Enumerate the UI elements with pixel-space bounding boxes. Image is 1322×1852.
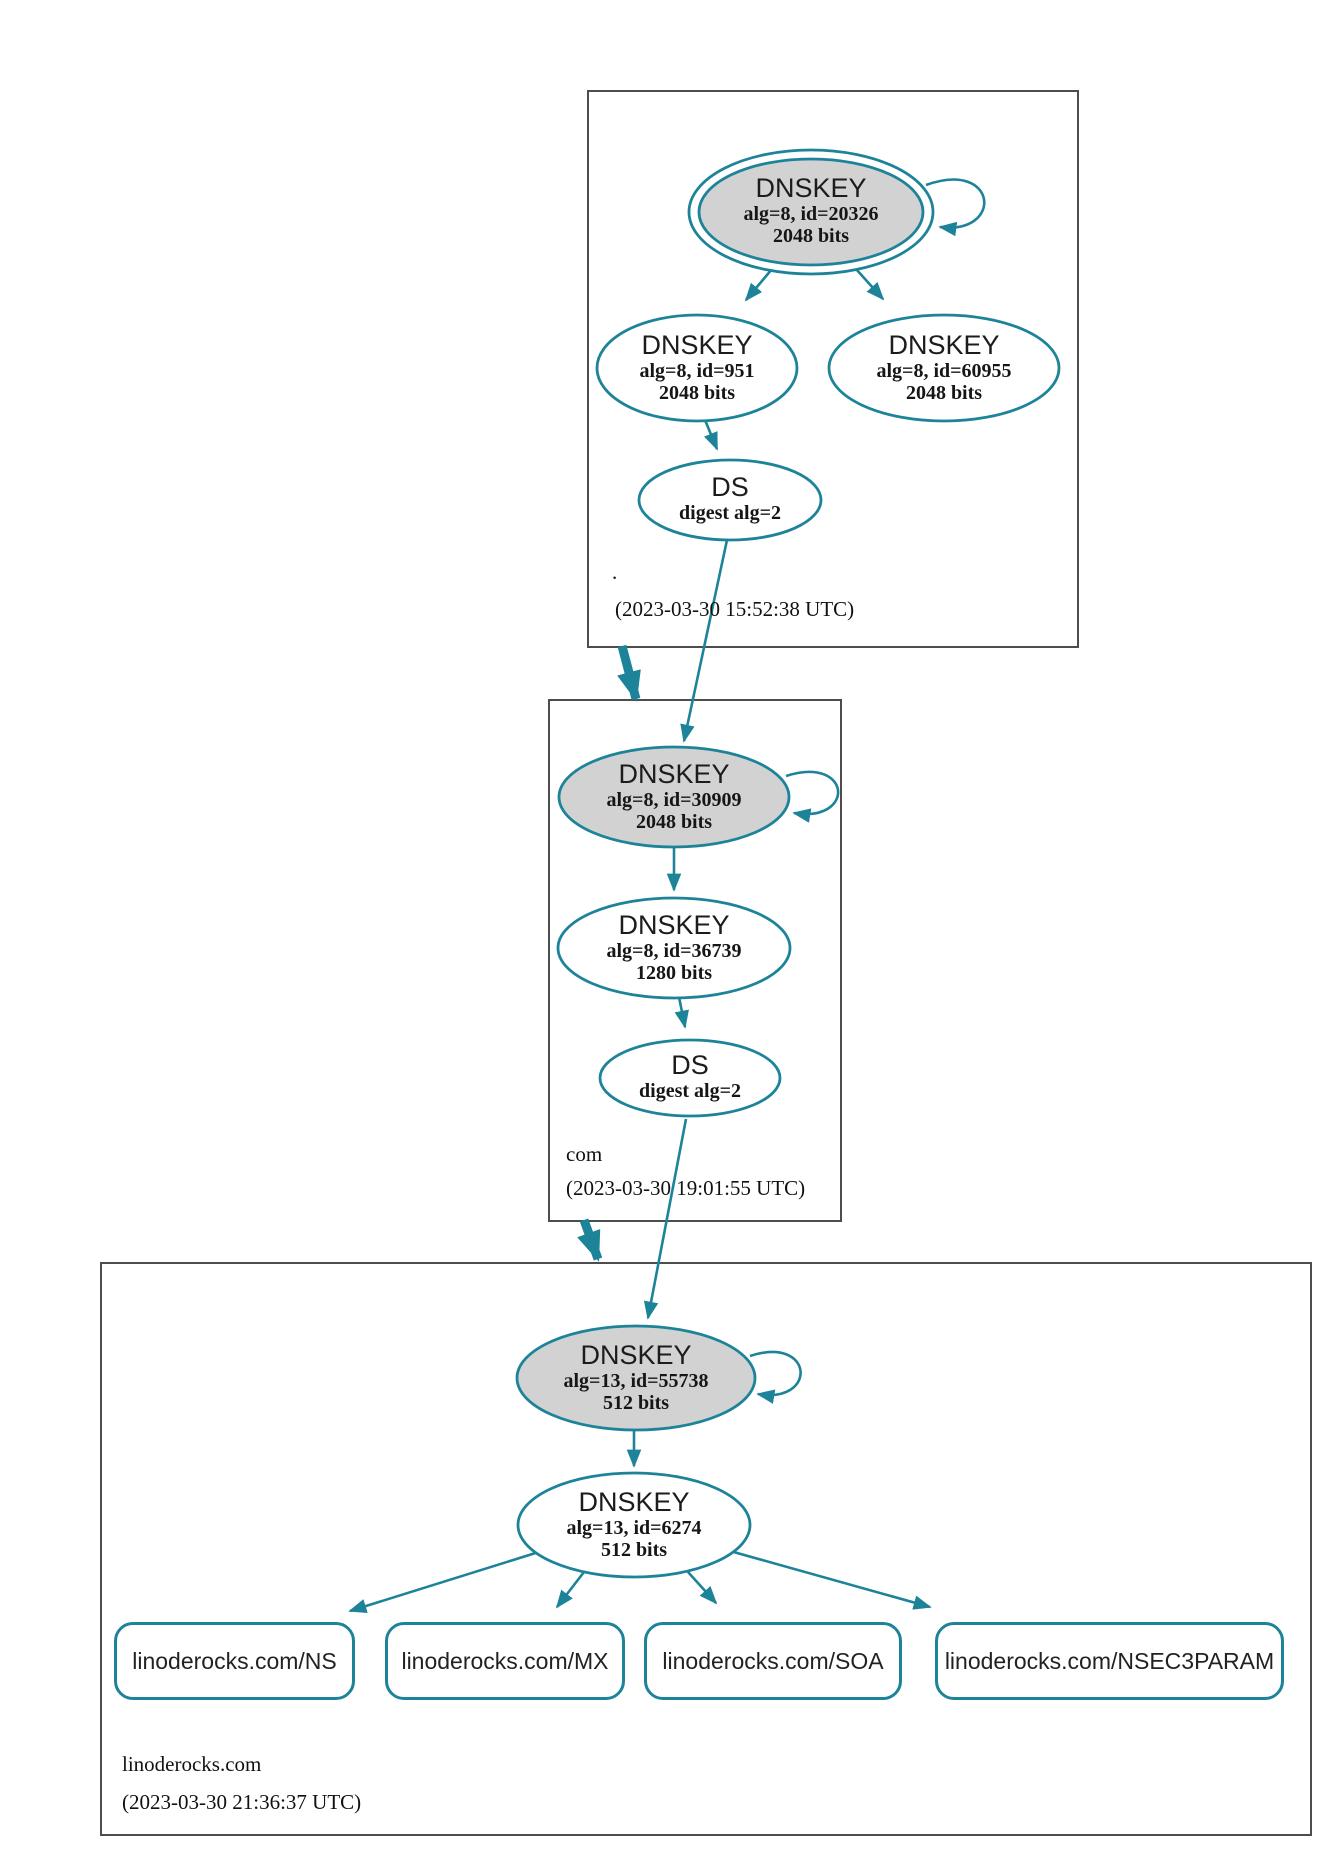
node-bits: 2048 bits [905, 381, 983, 404]
rrset-label: linoderocks.com/MX [401, 1647, 609, 1674]
node-dnskey-951[interactable]: DNSKEY alg=8, id=951 2048 bits [639, 329, 755, 404]
node-title: DNSKEY [618, 758, 730, 789]
node-ellipse-root-zsk60955[interactable] [827, 313, 1061, 423]
node-dnskey-30909[interactable]: DNSKEY alg=8, id=30909 2048 bits [606, 758, 742, 833]
node-title: DNSKEY [641, 329, 753, 360]
node-ds-com[interactable]: DS digest alg=2 [639, 1050, 741, 1102]
node-bits: 2048 bits [772, 224, 850, 247]
self-sign-loop-root-ksk [925, 178, 986, 237]
rrset-linoderocks-nsec3param[interactable]: linoderocks.com/NSEC3PARAM [935, 1622, 1284, 1700]
node-dnskey-6274[interactable]: DNSKEY alg=13, id=6274 512 bits [566, 1486, 702, 1561]
edge-com-ds-to-linoderocks-ksk [643, 1118, 688, 1320]
zone-timestamp-linoderocks-com: (2023-03-30 21:36:37 UTC) [122, 1790, 362, 1814]
node-title: DNSKEY [580, 1339, 692, 1370]
node-title: DNSKEY [888, 329, 1000, 360]
edge-root-zsk951-to-ds [703, 419, 719, 451]
node-meta: alg=8, id=951 [639, 359, 755, 382]
zone-timestamp-com: (2023-03-30 19:01:55 UTC) [566, 1176, 806, 1200]
node-title: DS [711, 472, 749, 503]
delegation-arrow-root-to-com [617, 644, 641, 702]
node-dnskey-60955[interactable]: DNSKEY alg=8, id=60955 2048 bits [876, 329, 1012, 404]
rrset-linoderocks-ns[interactable]: linoderocks.com/NS [114, 1622, 355, 1700]
zone-label-com: com [566, 1142, 603, 1166]
edge-root-ds-to-com-ksk [680, 539, 729, 743]
node-ellipse-linoderocks-zsk[interactable] [516, 1471, 752, 1579]
self-sign-loop-com-ksk [785, 770, 840, 823]
node-meta: digest alg=2 [639, 1079, 741, 1102]
node-bits: 512 bits [602, 1391, 670, 1414]
zone-label-linoderocks-com: linoderocks.com [122, 1752, 262, 1776]
node-dnskey-20326[interactable]: DNSKEY alg=8, id=20326 2048 bits [743, 172, 879, 247]
node-meta: alg=8, id=36739 [606, 939, 742, 962]
zone-timestamp-root: (2023-03-30 15:52:38 UTC) [615, 597, 855, 621]
node-meta: alg=13, id=6274 [566, 1516, 702, 1539]
node-ellipse-root-zsk951[interactable] [595, 313, 799, 423]
rrset-label: linoderocks.com/SOA [662, 1647, 884, 1674]
edge-root-ksk-to-zsk60955 [855, 268, 885, 301]
node-ellipse-root-ksk-inner[interactable] [697, 157, 925, 267]
node-bits: 1280 bits [635, 961, 713, 984]
edge-zsk-to-mx [555, 1571, 586, 1609]
delegation-arrow-com-to-linoderocks [577, 1218, 603, 1262]
node-dnskey-55738[interactable]: DNSKEY alg=13, id=55738 512 bits [563, 1339, 709, 1414]
node-ellipse-com-zsk[interactable] [556, 896, 792, 1000]
node-bits: 2048 bits [658, 381, 736, 404]
edge-zsk-to-ns [348, 1549, 543, 1614]
node-meta: alg=8, id=60955 [876, 359, 1012, 382]
edge-com-zsk-to-ds [674, 996, 689, 1029]
node-ellipse-root-ds[interactable] [637, 458, 823, 542]
node-bits: 2048 bits [635, 810, 713, 833]
edge-zsk-to-soa [687, 1571, 718, 1605]
node-title: DNSKEY [578, 1486, 690, 1517]
node-dnskey-36739[interactable]: DNSKEY alg=8, id=36739 1280 bits [606, 909, 742, 984]
zone-box-root [587, 90, 1079, 648]
node-ellipse-linoderocks-ksk[interactable] [515, 1324, 757, 1432]
zone-box-com [548, 699, 842, 1222]
edge-zsk-to-nsec3param [729, 1549, 932, 1610]
edge-root-ksk-to-zsk951 [744, 268, 773, 302]
node-title: DNSKEY [755, 172, 867, 203]
node-ellipse-com-ds[interactable] [598, 1038, 782, 1118]
node-ellipse-com-ksk[interactable] [557, 745, 791, 849]
rrset-linoderocks-mx[interactable]: linoderocks.com/MX [385, 1622, 625, 1700]
zone-box-linoderocks-com [100, 1262, 1312, 1836]
node-title: DNSKEY [618, 909, 730, 940]
zone-label-root: . [612, 560, 618, 584]
self-sign-loop-linoderocks-ksk [749, 1350, 802, 1404]
node-meta: alg=8, id=20326 [743, 202, 879, 225]
node-title: DS [671, 1050, 709, 1081]
rrset-linoderocks-soa[interactable]: linoderocks.com/SOA [644, 1622, 902, 1700]
node-meta: digest alg=2 [679, 501, 781, 524]
node-meta: alg=13, id=55738 [563, 1369, 709, 1392]
node-ds-root[interactable]: DS digest alg=2 [679, 472, 781, 524]
rrset-label: linoderocks.com/NS [132, 1647, 337, 1674]
node-meta: alg=8, id=30909 [606, 788, 742, 811]
rrset-label: linoderocks.com/NSEC3PARAM [944, 1647, 1275, 1674]
node-bits: 512 bits [600, 1538, 668, 1561]
